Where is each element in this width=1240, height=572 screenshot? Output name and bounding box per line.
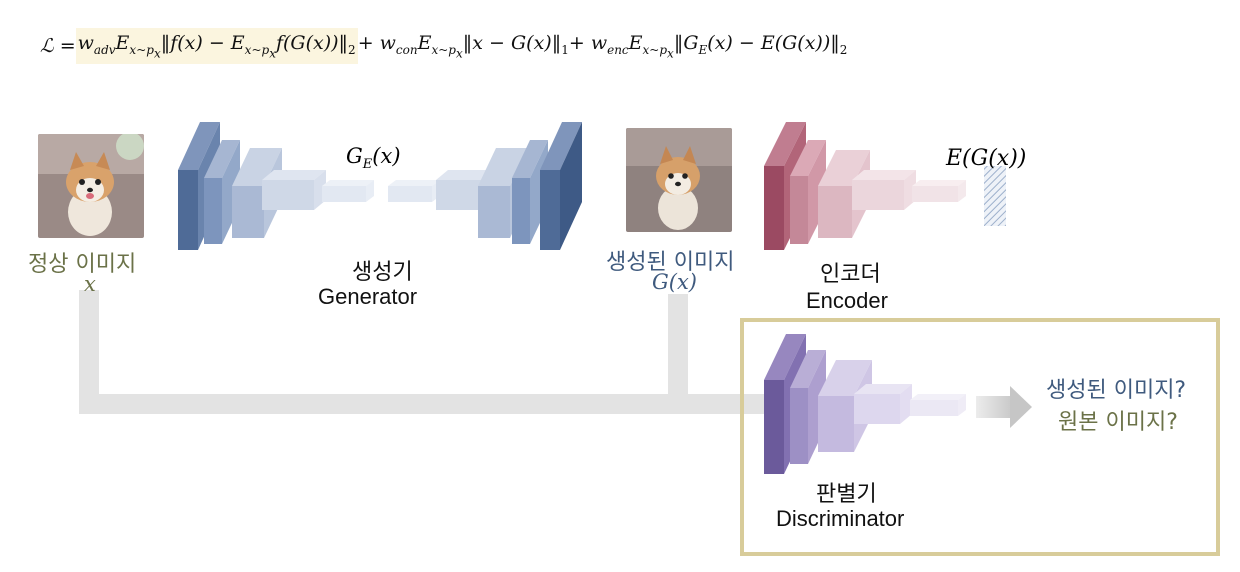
- loss-lhs: ℒ =: [40, 35, 76, 57]
- encoded-latent-vector: [984, 166, 1006, 226]
- generator-latent-label: GE(x): [346, 144, 401, 173]
- input-horizontal-line: [79, 394, 769, 414]
- generated-down-line: [668, 294, 688, 398]
- input-image-label: 정상 이미지: [28, 252, 137, 277]
- encoder-layers: [764, 122, 966, 250]
- input-image-symbol: x: [84, 272, 96, 296]
- adversarial-term: wadvEx~px‖f(x) − Ex~pxf(G(x))‖2: [75, 27, 358, 65]
- discriminator-label-ko: 판별기: [816, 482, 877, 507]
- encoder-label-ko: 인코더: [820, 262, 881, 287]
- contextual-term: + wconEx~px‖x − G(x)‖1: [357, 31, 569, 61]
- generator-label-ko: 생성기: [352, 260, 413, 285]
- generated-image-symbol: G(x): [652, 270, 698, 294]
- input-dog-photo: [38, 134, 144, 238]
- input-down-line: [79, 290, 99, 414]
- generator-decoder-layers: [388, 122, 582, 250]
- discriminator-layers: [764, 334, 966, 474]
- generator-encoder-layers: [178, 122, 374, 250]
- discriminator-output-fake: 생성된 이미지?: [1046, 378, 1187, 403]
- discriminator-frame: [740, 318, 1220, 556]
- encoder-output-label: E(G(x)): [946, 146, 1027, 171]
- discriminator-output-real: 원본 이미지?: [1058, 410, 1178, 435]
- discriminator-label-en: Discriminator: [776, 506, 905, 531]
- connector-lines: [79, 290, 769, 414]
- encoder-label-en: Encoder: [806, 288, 888, 313]
- loss-formula: ℒ = wadvEx~px‖f(x) − Ex~pxf(G(x))‖2 + wc…: [40, 24, 847, 68]
- generator-label-en: Generator: [318, 284, 418, 309]
- generated-image-label: 생성된 이미지: [606, 250, 735, 275]
- encoder-term: + wencEx~px‖GE(x) − E(G(x))‖2: [568, 31, 848, 61]
- discriminator-output-arrow: [976, 386, 1032, 428]
- generated-dog-photo: [626, 128, 732, 232]
